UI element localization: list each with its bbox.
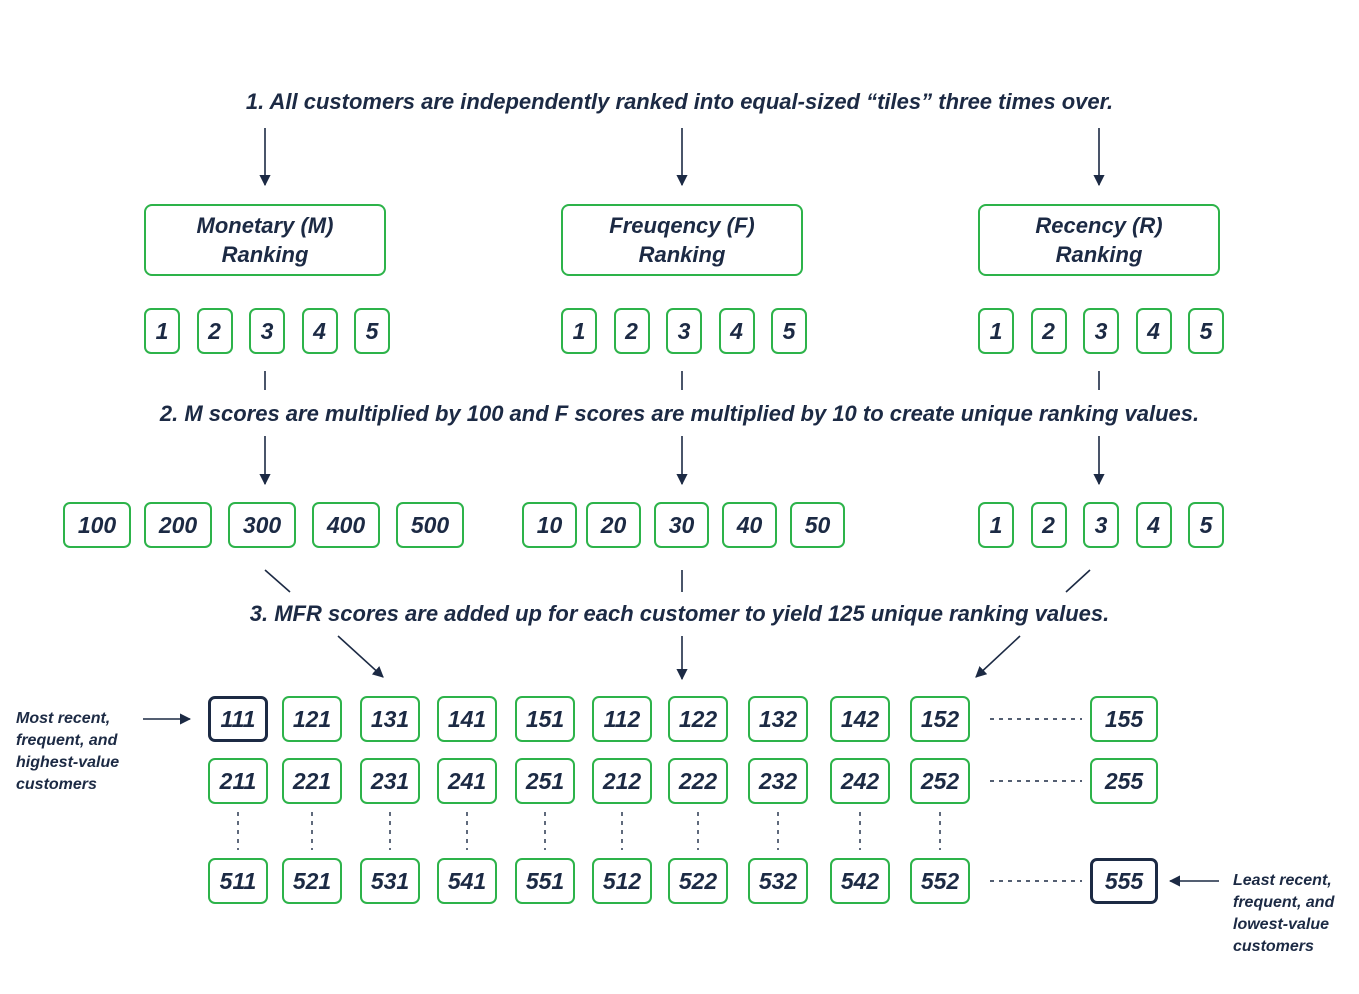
- score-tile: 121: [282, 696, 342, 742]
- note-line: Least recent,: [1233, 872, 1332, 889]
- frequency-title: Freuqency (F): [609, 213, 755, 238]
- note-line: customers: [16, 776, 97, 793]
- score-tile: 142: [830, 696, 890, 742]
- recency-tile: 2: [1030, 308, 1067, 354]
- monetary-scaled-tile: 100: [63, 502, 131, 548]
- recency-scaled-tile: 5: [1188, 502, 1224, 548]
- score-tile: 241: [437, 758, 497, 804]
- recency-scaled-tile: 1: [978, 502, 1014, 548]
- score-tile: 132: [748, 696, 808, 742]
- score-tile: 251: [515, 758, 575, 804]
- recency-tile: 4: [1135, 308, 1172, 354]
- arrow-step3-right: [975, 635, 1021, 678]
- recency-tile: 1: [978, 308, 1014, 354]
- monetary-scaled-tile: 300: [228, 502, 296, 548]
- score-tile: 242: [830, 758, 890, 804]
- score-tile: 231: [360, 758, 420, 804]
- monetary-tile: 3: [249, 308, 285, 354]
- recency-ranking-box: Recency (R) Ranking: [978, 204, 1220, 276]
- line-monetary-step3: [264, 569, 291, 593]
- score-tile: 111: [208, 696, 268, 742]
- score-tile: 151: [515, 696, 575, 742]
- note-line: lowest-value: [1233, 916, 1330, 933]
- line-recency-step3: [1065, 569, 1091, 593]
- score-tile-last: 555: [1090, 858, 1158, 904]
- score-tile: 522: [668, 858, 728, 904]
- frequency-subtitle: Ranking: [638, 242, 726, 267]
- score-tile: 232: [748, 758, 808, 804]
- monetary-scaled-tile: 400: [312, 502, 380, 548]
- score-tile: 521: [282, 858, 342, 904]
- note-line: frequent, and: [16, 732, 118, 749]
- frequency-tile: 3: [666, 308, 702, 354]
- score-tile: 152: [910, 696, 970, 742]
- recency-scaled-tile: 2: [1030, 502, 1067, 548]
- note-line: customers: [1233, 938, 1314, 955]
- score-tile: 551: [515, 858, 575, 904]
- score-tile: 131: [360, 696, 420, 742]
- frequency-tile: 1: [561, 308, 597, 354]
- score-tile: 252: [910, 758, 970, 804]
- score-tile: 112: [592, 696, 652, 742]
- monetary-subtitle: Ranking: [221, 242, 309, 267]
- recency-scaled-tile: 3: [1083, 502, 1119, 548]
- score-tile: 512: [592, 858, 652, 904]
- score-tile: 541: [437, 858, 497, 904]
- least-valuable-note: Least recent, frequent, and lowest-value…: [1233, 870, 1334, 958]
- frequency-tile: 5: [771, 308, 807, 354]
- frequency-scaled-tile: 40: [722, 502, 777, 548]
- monetary-scaled-tile: 500: [396, 502, 464, 548]
- score-tile: 552: [910, 858, 970, 904]
- note-line: Most recent,: [16, 710, 111, 727]
- score-tile: 531: [360, 858, 420, 904]
- score-tile: 141: [437, 696, 497, 742]
- score-tile: 222: [668, 758, 728, 804]
- recency-scaled-tile: 4: [1135, 502, 1172, 548]
- monetary-tile: 2: [196, 308, 233, 354]
- score-tile: 212: [592, 758, 652, 804]
- monetary-scaled-tile: 200: [144, 502, 212, 548]
- frequency-ranking-box: Freuqency (F) Ranking: [561, 204, 803, 276]
- most-valuable-note: Most recent, frequent, and highest-value…: [16, 708, 119, 796]
- frequency-scaled-tile: 50: [790, 502, 845, 548]
- recency-subtitle: Ranking: [1055, 242, 1143, 267]
- frequency-scaled-tile: 30: [654, 502, 709, 548]
- step-1-caption: 1. All customers are independently ranke…: [245, 89, 1114, 114]
- recency-title: Recency (R): [1035, 213, 1163, 238]
- monetary-ranking-box: Monetary (M) Ranking: [144, 204, 386, 276]
- frequency-scaled-tile: 10: [522, 502, 577, 548]
- monetary-title: Monetary (M): [196, 213, 334, 238]
- step-2-caption: 2. M scores are multiplied by 100 and F …: [159, 401, 1200, 426]
- recency-tile: 5: [1188, 308, 1224, 354]
- step-3-caption: 3. MFR scores are added up for each cust…: [249, 601, 1110, 626]
- score-tile: 511: [208, 858, 268, 904]
- frequency-tile: 2: [613, 308, 650, 354]
- frequency-scaled-tile: 20: [586, 502, 641, 548]
- note-line: frequent, and: [1233, 894, 1335, 911]
- score-tile: 122: [668, 696, 728, 742]
- score-tile: 532: [748, 858, 808, 904]
- monetary-tile: 4: [301, 308, 338, 354]
- arrow-step3-left: [337, 635, 384, 678]
- score-tile: 542: [830, 858, 890, 904]
- score-tile-last: 155: [1090, 696, 1158, 742]
- monetary-tile: 5: [354, 308, 390, 354]
- note-line: highest-value: [16, 754, 120, 771]
- recency-tile: 3: [1083, 308, 1119, 354]
- score-tile: 221: [282, 758, 342, 804]
- frequency-tile: 4: [718, 308, 755, 354]
- score-tile-last: 255: [1090, 758, 1158, 804]
- monetary-tile: 1: [144, 308, 180, 354]
- score-tile: 211: [208, 758, 268, 804]
